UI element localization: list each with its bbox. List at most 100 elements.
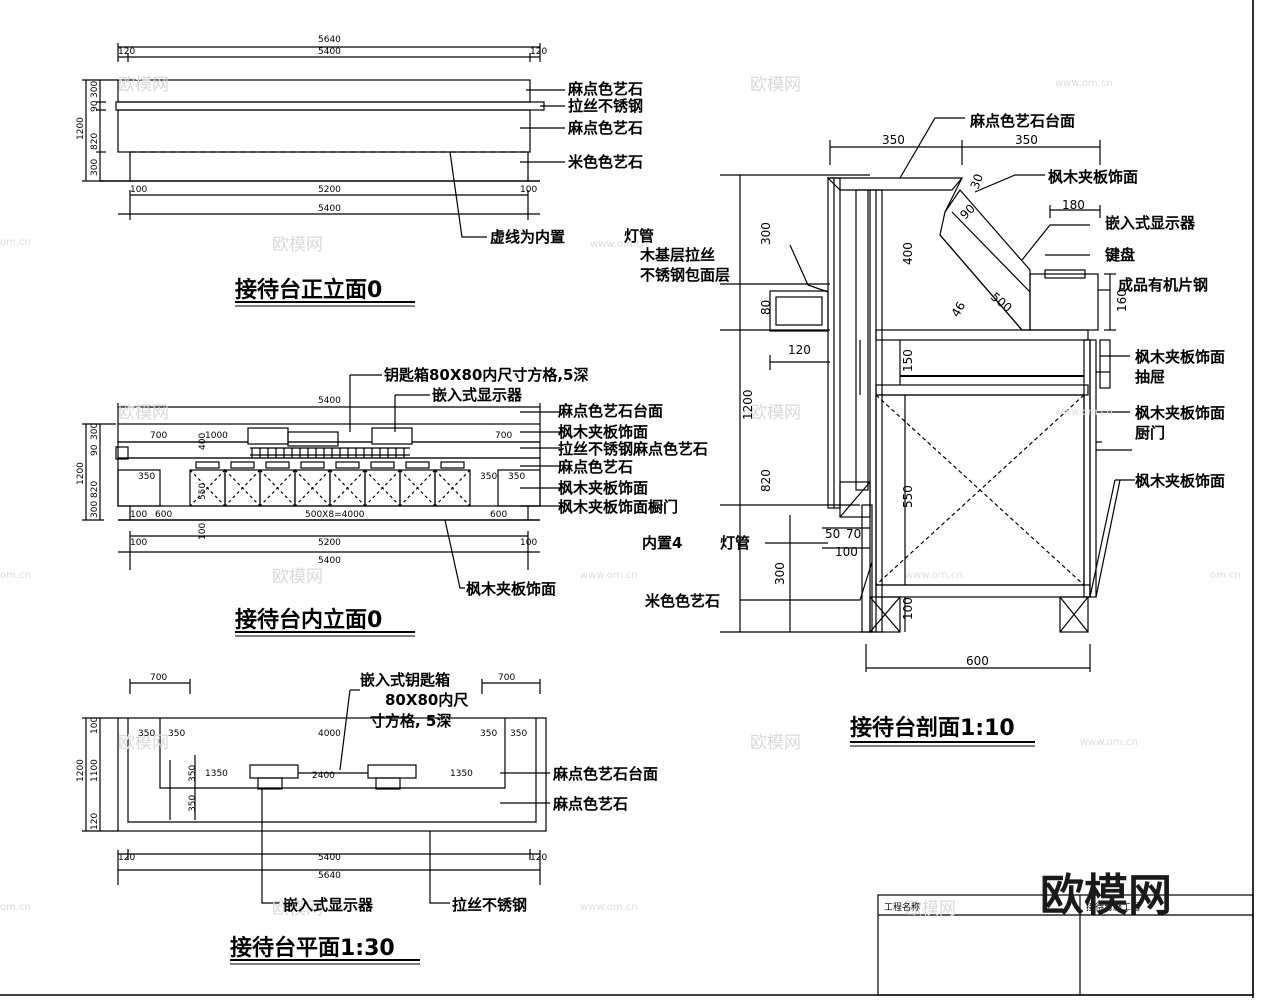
dim-segment: 350 [138,729,155,739]
callout-label: 灯管 [624,227,654,245]
dim-segment: 600 [155,510,172,520]
watermark: 欧模网 [272,899,323,919]
dim-total-height: 1200 [76,759,86,782]
callout-label: 钥匙箱80X80内尺寸方格,5深 [384,366,588,384]
dim-height: 820 [90,133,100,150]
dim-right-edge: 120 [530,853,547,863]
dim-right-inset: 100 [520,538,537,548]
dim-segment: 700 [150,673,167,683]
dim-segment: 350 [138,472,155,482]
watermark: 欧模网 [118,75,169,95]
dim-total-height: 1200 [76,462,86,485]
dim-height: 1100 [90,759,100,782]
dim-width: 5400 [318,853,341,863]
dim-height: 820 [90,481,100,498]
material-label: 麻点色艺石 [567,119,643,137]
dim-inner-width: 5200 [318,538,341,548]
material-label: 不锈钢包面层 [640,266,730,284]
material-label: 抽屉 [1135,368,1165,386]
dim-segment: 1350 [450,769,473,779]
door-handle-strip [370,461,395,469]
callout-label: 嵌入式显示器 [283,896,374,914]
watermark: 欧模网 [750,403,801,423]
dim-left-edge: 120 [118,853,135,863]
dim-total-height: 1200 [76,117,86,140]
section-text: 350 350 300 400 80 1200 820 300 120 150 … [624,112,1225,741]
dim-segment: 120 [788,343,811,357]
dim-width: 5400 [318,396,341,406]
dim-segment: 400 [901,242,915,265]
watermark-url: www.om.cn [1055,407,1113,418]
callout-label: 嵌入式显示器 [432,386,523,404]
dim-segment: 700 [150,431,167,441]
dim-right-edge: 120 [530,47,547,57]
dim-segment: 50 [825,527,840,541]
dim-segment: 350 [168,729,185,739]
door-handle-strip [265,461,290,469]
watermark-layer: 欧模网 欧模网 www.om.cn om.cn 欧模网 www.om.cn 欧模… [0,75,1241,919]
dim-segment: 1000 [205,431,228,441]
material-label: 拉丝不锈钢麻点色艺石 [558,440,708,458]
dim-total-width: 5640 [318,871,341,881]
door-handle-strip [230,461,255,469]
watermark-url: www.om.cn [590,239,648,250]
callout-label: 键盘 [1104,246,1135,264]
dim-segment: 820 [759,469,773,492]
door-swing-line [364,469,401,507]
dim-inner-width: 5200 [318,185,341,195]
watermark-url: www.om.cn [580,570,638,581]
plan-text: 700 700 350 350 4000 350 350 350 1350 24… [76,671,658,961]
dim-segment: 100 [198,523,208,540]
note-label: 虚线为内置 [490,228,565,246]
callout-label: 嵌入式显示器 [1105,214,1196,232]
door-handle-strip [300,461,325,469]
title-block-label: 接待台施工图 [1086,901,1140,913]
dim-height: 300 [90,81,100,98]
dim-height: 300 [90,423,100,440]
dim-height: 90 [90,100,100,112]
dim-left-inset: 100 [130,538,147,548]
watermark-url: www.om.cn [1055,78,1113,89]
dim-segment: 350 [508,472,525,482]
dim-width: 5400 [318,47,341,57]
dim-segment: 350 [1015,133,1038,147]
dim-segment: 700 [495,431,512,441]
dim-segment: 550 [901,485,915,508]
dim-segment: 400 [198,433,208,450]
material-label: 枫木夹板饰面 [1135,472,1225,490]
callout-label: 灯管 [720,534,750,552]
plan-title: 接待台平面1:30 [230,935,395,961]
material-label: 厨门 [1135,424,1165,442]
material-label: 米色色艺石 [645,592,720,610]
watermark-logo: 欧模网 [1040,870,1172,921]
front-elevation-title: 接待台正立面0 [235,277,382,303]
dim-height: 90 [90,444,100,456]
dim-height: 120 [90,813,100,830]
watermark-url: www.om.cn [1080,737,1138,748]
dim-total-width: 5640 [318,35,341,45]
dim-height: 300 [90,501,100,518]
door-swing-line [434,469,471,507]
material-label: 麻点色艺石台面 [557,402,663,420]
material-label: 枫木夹板饰面 [558,423,648,441]
material-label: 枫木夹板饰面 [558,479,648,497]
plan-drawing [82,679,550,904]
dim-segment: 300 [773,562,787,585]
dim-segment: 80 [759,300,773,315]
dim-segment: 100 [130,510,147,520]
dim-door-modules: 500X8=4000 [305,510,365,520]
cabinet-door [434,469,471,507]
callout-label: 嵌入式钥匙箱 [360,671,450,689]
door-handle-strip [405,461,430,469]
material-label: 枫木夹板饰面 [1135,404,1225,422]
material-label: 木基层拉丝 [639,246,715,264]
door-handle-strip [440,461,465,469]
dim-segment: 100 [835,545,858,559]
watermark-url: om.cn [1210,570,1241,581]
watermark: 欧模网 [272,567,323,587]
dim-segment: 90 [957,201,978,222]
dim-segment: 4000 [318,729,341,739]
door-swing-line [224,469,261,507]
title-block [877,894,1254,996]
dim-segment: 600 [490,510,507,520]
